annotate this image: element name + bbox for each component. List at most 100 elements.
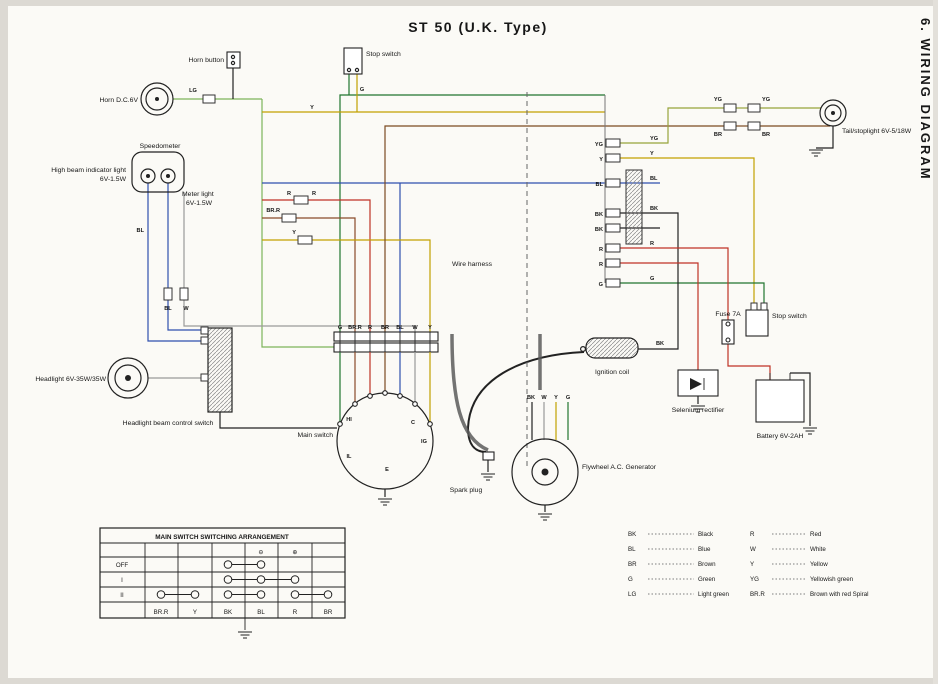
multi-pin-connector xyxy=(625,169,643,245)
wire-code-label: Y xyxy=(310,105,314,111)
generator-label: Flywheel A.C. Generator xyxy=(582,464,657,471)
wire-code-label: R xyxy=(368,325,372,331)
tail-stoplight xyxy=(819,99,847,127)
wire-code-label: Y xyxy=(599,157,603,163)
wire-code-label: YG xyxy=(595,142,603,148)
wire-code-label: BR.R xyxy=(266,208,280,214)
terminal-strip xyxy=(333,331,439,353)
polarity-minus: ⊖ xyxy=(258,549,263,556)
wire-code-labels: LG Y G YG YG BR BR YG Y BL BK BK R R G Y… xyxy=(137,87,771,473)
legend-code: G xyxy=(628,576,633,583)
horn-button xyxy=(226,51,241,69)
legend-name: Light green xyxy=(698,591,730,598)
component-labels: Horn button Horn D.C.6V Stop switch Spee… xyxy=(35,51,911,494)
table-title: MAIN SWITCH SWITCHING ARRANGEMENT xyxy=(155,534,289,541)
wire-code-label: Y xyxy=(428,325,432,331)
spark-plug xyxy=(482,451,495,461)
meter-light-label-2: 6V-1.5W xyxy=(186,200,213,207)
main-switch-table: MAIN SWITCH SWITCHING ARRANGEMENT ⊖ ⊕ OF… xyxy=(99,527,346,619)
legend-name: Yellow xyxy=(810,561,828,568)
wire-code-label: G xyxy=(566,395,570,401)
high-beam-label-1: High beam indicator light xyxy=(51,167,126,174)
wire-code-label: BL xyxy=(650,176,658,182)
main-switch xyxy=(336,352,434,490)
legend-name: Yellowish green xyxy=(810,576,854,583)
wire-code-label: BK xyxy=(595,212,603,218)
stop-switch-right xyxy=(745,302,769,337)
wire-code-label: W xyxy=(183,306,189,312)
color-legend: BK Black BL Blue BR Brown G Green LG Lig… xyxy=(628,531,868,598)
stop-switch-right-label: Stop switch xyxy=(772,313,807,320)
legend-code: BK xyxy=(628,531,637,538)
speedometer-label: Speedometer xyxy=(140,143,182,150)
wire-code-label: BK xyxy=(656,341,664,347)
selenium-rectifier xyxy=(677,369,719,397)
wire-code-label: BR xyxy=(714,132,722,138)
speedometer xyxy=(131,151,185,193)
battery-label: Battery 6V-2AH xyxy=(757,433,804,440)
wire-code-label: R xyxy=(650,241,654,247)
main-switch-label: Main switch xyxy=(297,432,333,439)
row-label: OFF xyxy=(116,562,129,569)
wire-code-label: YG xyxy=(650,136,658,142)
headlight-label: Headlight 6V-35W/35W xyxy=(35,376,106,383)
wire-code-label: G xyxy=(599,282,603,288)
legend-name: Blue xyxy=(698,546,711,553)
legend-code: YG xyxy=(750,576,759,583)
spark-plug-label: Spark plug xyxy=(450,487,483,494)
wire-code-label: G xyxy=(360,87,364,93)
wire-code-label: BL xyxy=(137,228,145,234)
fuse-label: Fuse 7A xyxy=(715,311,741,318)
terminal-label: IL xyxy=(347,454,353,460)
legend-name: Brown with red Spiral xyxy=(810,591,868,598)
wire-code-label: R xyxy=(599,262,603,268)
ignition-coil xyxy=(579,337,639,359)
legend-name: Green xyxy=(698,576,716,583)
wire-code-label: BL xyxy=(596,182,604,188)
wire-harness-label: Wire harness xyxy=(452,261,493,268)
beam-switch-label: Headlight beam control switch xyxy=(123,420,214,427)
terminal-label: E xyxy=(385,467,389,473)
legend-name: Black xyxy=(698,531,714,538)
inline-connectors xyxy=(163,94,761,301)
stop-switch-top-label: Stop switch xyxy=(366,51,401,58)
tail-light-label: Tail/stoplight 6V-5/18W xyxy=(842,128,912,135)
headlight-beam-control-switch xyxy=(200,326,233,413)
col-label: BR.R xyxy=(154,609,169,616)
stop-switch-top xyxy=(343,47,363,75)
legend-name: White xyxy=(810,546,826,553)
wire-code-label: BR.R xyxy=(348,325,362,331)
wire-code-label: BL xyxy=(164,306,172,312)
wire-code-label: YG xyxy=(714,97,722,103)
battery xyxy=(755,373,805,423)
ignition-coil-label: Ignition coil xyxy=(595,369,629,376)
wire-code-label: Y xyxy=(554,395,558,401)
flywheel-ac-generator xyxy=(511,438,579,506)
wire-code-label: W xyxy=(541,395,547,401)
terminal-label: C xyxy=(411,420,415,426)
wire-code-label: W xyxy=(412,325,418,331)
legend-code: BR xyxy=(628,561,637,568)
rectifier-label: Selenium rectifier xyxy=(672,407,725,414)
wire-code-label: R xyxy=(287,191,291,197)
harness-wires xyxy=(147,68,834,512)
wire-code-label: BK xyxy=(650,206,658,212)
wire-code-label: YG xyxy=(762,97,770,103)
wire-code-label: LG xyxy=(189,88,197,94)
headlight xyxy=(107,357,149,399)
legend-code: R xyxy=(750,531,755,538)
wire-code-label: Y xyxy=(292,230,296,236)
row-label: I xyxy=(121,577,123,584)
terminal-label: HI xyxy=(346,417,352,423)
legend-code: BR.R xyxy=(750,591,765,598)
col-label: BR xyxy=(324,609,333,616)
polarity-plus: ⊕ xyxy=(292,549,297,556)
wire-code-label: BK xyxy=(595,227,603,233)
legend-code: BL xyxy=(628,546,636,553)
fuse xyxy=(721,319,735,345)
wire-code-label: R xyxy=(599,247,603,253)
wire-code-label: BR xyxy=(762,132,770,138)
wire-code-label: BK xyxy=(527,395,535,401)
